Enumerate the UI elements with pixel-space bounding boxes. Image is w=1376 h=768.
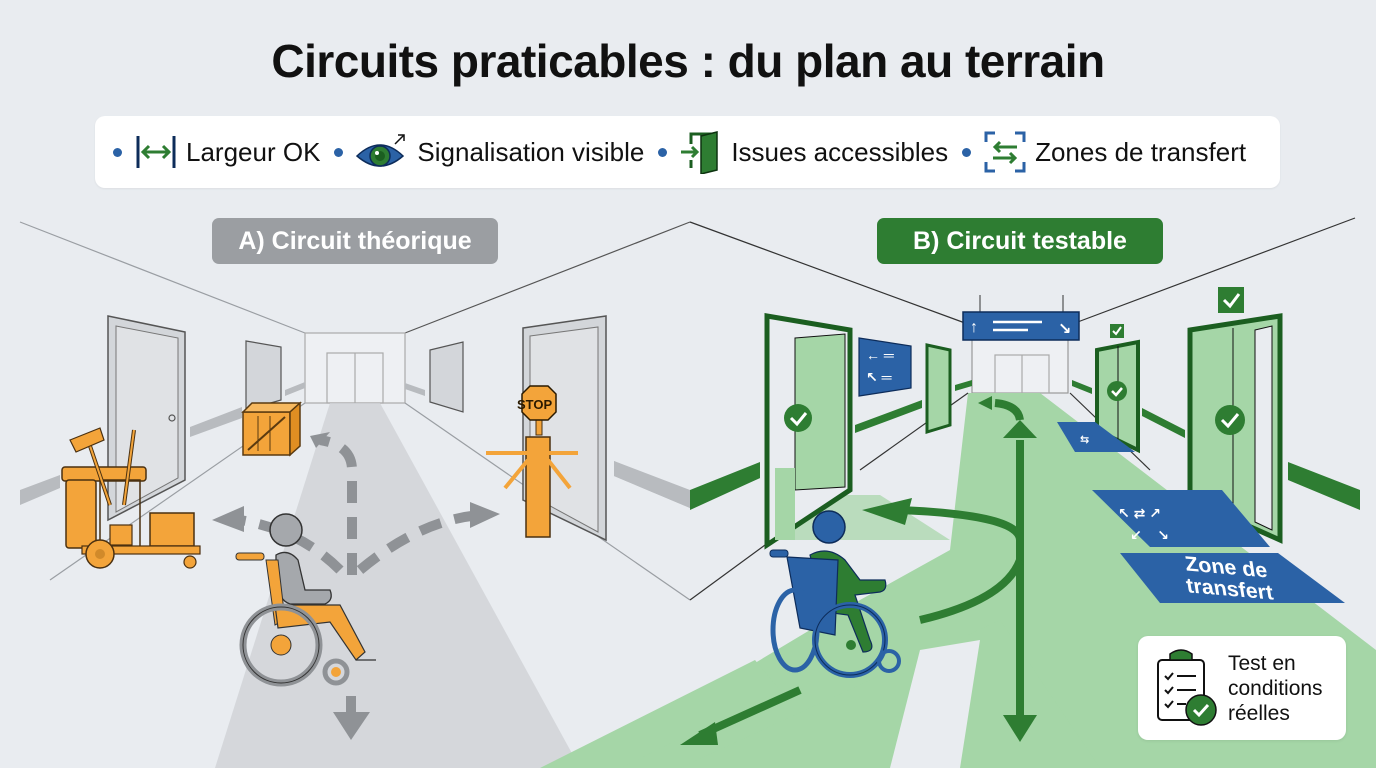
panel-divider (614, 461, 760, 508)
bullet-dot (334, 147, 344, 157)
wheelchair-user-b-icon (769, 510, 901, 678)
bullet-dot (658, 147, 668, 157)
legend-label: Issues accessibles (731, 136, 949, 167)
svg-text:↘: ↘ (1058, 321, 1071, 338)
corridor-a (19, 221, 691, 768)
test-line1: Test en (1228, 651, 1296, 675)
wheelchair-user-a-icon (235, 513, 376, 687)
svg-text:↑: ↑ (970, 319, 978, 336)
test-line2: conditions (1228, 676, 1323, 700)
svg-text:↖ ⇄ ↗: ↖ ⇄ ↗ (1118, 505, 1161, 521)
accessible-route-arrows (698, 399, 1024, 739)
legend-item-transfer: Zones de transfert (962, 130, 1246, 174)
svg-text:← ═: ← ═ (866, 347, 894, 363)
svg-text:↙ ↘: ↙ ↘ (1130, 527, 1169, 543)
legend-label: Signalisation visible (417, 136, 645, 167)
stop-sign-text: STOP (517, 397, 553, 412)
crate-icon (241, 401, 302, 457)
transfer-zone-icon (983, 130, 1027, 174)
page-title: Circuits praticables : du plan au terrai… (271, 35, 1105, 87)
eye-icon (355, 130, 409, 174)
legend-label: Zones de transfert (1035, 136, 1247, 167)
panel-b-label: B) Circuit testable (877, 218, 1163, 264)
exit-door-icon (679, 130, 723, 174)
legend-bar: Largeur OK Signalisation visible Issues … (95, 116, 1280, 188)
legend-item-width: Largeur OK (113, 130, 320, 174)
panel-a-label: A) Circuit théorique (212, 218, 498, 264)
checklist-icon (1157, 649, 1217, 726)
turnstile-icon (486, 385, 578, 538)
legend-item-exits: Issues accessibles (658, 130, 948, 174)
legend-label: Largeur OK (186, 136, 321, 167)
bullet-dot (113, 147, 122, 157)
test-card-text: Test en conditions réelles (1228, 651, 1323, 726)
svg-text:⇆: ⇆ (1080, 434, 1089, 446)
test-real-conditions-card: Test en conditions réelles (1138, 636, 1346, 740)
bullet-dot (962, 147, 972, 157)
legend-item-signage: Signalisation visible (334, 130, 644, 174)
svg-text:↖ ═: ↖ ═ (866, 369, 892, 385)
cleaning-cart-icon (61, 427, 201, 569)
width-arrows-icon (134, 130, 178, 174)
test-line3: réelles (1228, 701, 1290, 725)
